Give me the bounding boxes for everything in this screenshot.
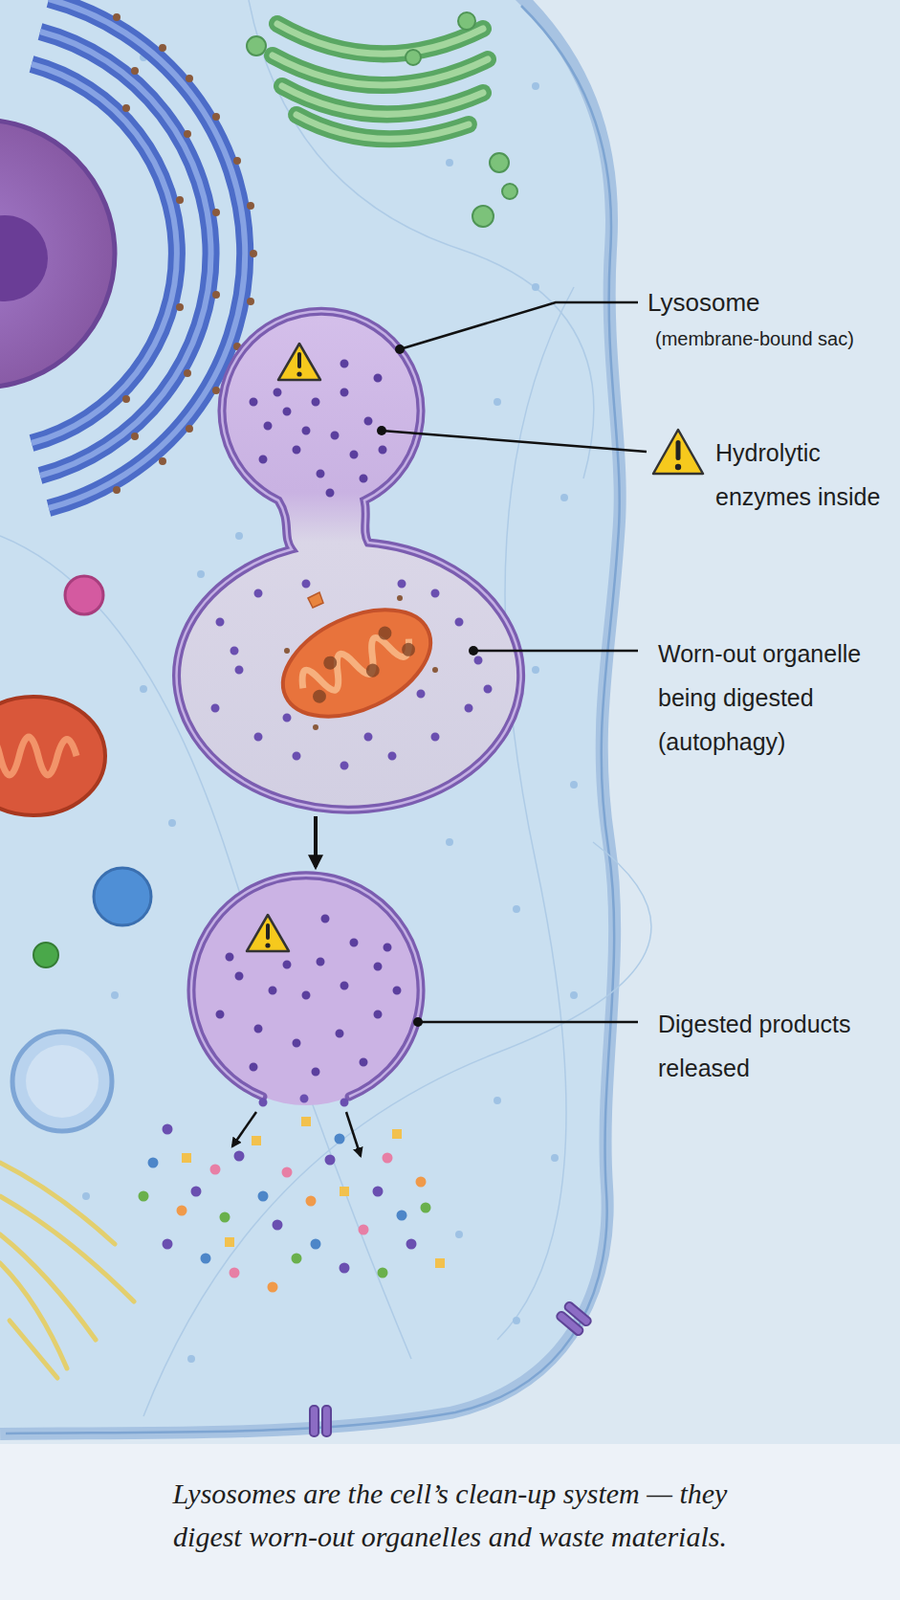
golgi-vesicle [458, 12, 476, 30]
golgi-lumen [272, 55, 488, 86]
cytoplasm-particles [86, 57, 574, 1359]
released-products [263, 1097, 345, 1102]
lysosome-membrane [191, 875, 421, 1097]
warning-mark [265, 922, 270, 940]
vesicle [65, 575, 104, 615]
membrane-highlight [191, 875, 421, 1097]
enzyme-dots [253, 363, 383, 493]
figure-caption: Lysosomes are the cell’s clean-up system… [47, 1470, 853, 1558]
warning-triangle [246, 914, 289, 951]
membrane-protein [309, 1404, 331, 1436]
golgi-cisterna [277, 23, 483, 54]
nucleus [0, 119, 115, 388]
damaged-mitochondrion [265, 588, 447, 738]
digestion-damage [307, 626, 411, 696]
warning-mark [296, 371, 302, 376]
golgi-apparatus [246, 12, 518, 227]
warning-triangle [278, 343, 321, 380]
leader-dot [395, 344, 405, 354]
part-name: Lysosome [647, 286, 887, 318]
process-arrow [313, 815, 318, 867]
mitochondrion-cristae [0, 736, 77, 775]
lysosome-interior [191, 875, 421, 1105]
vesicle [12, 1031, 112, 1131]
callout-label: Digested products released [658, 1001, 888, 1090]
nucleolus [0, 215, 48, 302]
enzyme-dots [215, 583, 488, 766]
protein-subunit [309, 1404, 319, 1436]
vesicle-inner [25, 1044, 99, 1118]
fiber [9, 1319, 58, 1378]
golgi-vesicle [246, 36, 266, 56]
warning-icon [653, 429, 703, 474]
warning-mark [297, 351, 302, 369]
warning-mark [675, 463, 681, 470]
cytoskeleton-fibers [0, 1162, 134, 1378]
released-products [215, 1157, 388, 1273]
lysosome-membrane [176, 310, 522, 810]
membrane-highlight [176, 310, 522, 810]
callout-label: Worn-out organelle being digested (autop… [658, 631, 888, 764]
golgi-lumen [277, 23, 483, 54]
mitochondrion-outer [265, 588, 447, 738]
membrane-protein [555, 1299, 593, 1336]
caption-band [0, 1443, 900, 1600]
golgi-cisterna [282, 86, 483, 114]
enzyme-dots [219, 918, 397, 1072]
protein-subunit [322, 1404, 331, 1436]
warning-icon [246, 914, 289, 951]
warning-triangle [653, 429, 703, 474]
golgi-cisterna [296, 114, 469, 139]
leader-line [417, 1020, 638, 1024]
mitochondrion-cristae [296, 624, 416, 703]
leader-dot [413, 1016, 423, 1027]
vesicle [33, 942, 59, 967]
organelle-fragments [286, 597, 436, 727]
released-products [143, 1195, 426, 1273]
released-products [186, 1120, 440, 1263]
callout-label: Hydrolytic enzymes inside [715, 430, 893, 519]
protein-subunit [563, 1299, 593, 1326]
cytoskeleton [143, 841, 652, 1416]
organelle-fragment [307, 592, 324, 608]
warning-mark [676, 439, 681, 461]
mitochondrion-outer [0, 696, 106, 815]
golgi-lumen [296, 114, 469, 139]
leader-line [381, 430, 647, 452]
part-note: (membrane-bound sac) [655, 326, 895, 352]
mitochondrion [0, 696, 106, 815]
leader-line [399, 302, 638, 350]
leader-dot [376, 425, 387, 436]
warning-mark [264, 942, 270, 947]
released-products [167, 1128, 412, 1268]
golgi-vesicle [502, 183, 518, 199]
leader-line [473, 649, 638, 653]
golgi-vesicle [405, 49, 421, 66]
golgi-lumen [282, 86, 483, 114]
warning-icon [278, 343, 321, 380]
golgi-vesicle [472, 205, 494, 227]
golgi-cisterna [272, 55, 488, 86]
leader-dot [468, 645, 479, 656]
golgi-vesicle [489, 153, 509, 173]
vesicle [93, 867, 152, 925]
release-arrow [346, 1111, 361, 1156]
